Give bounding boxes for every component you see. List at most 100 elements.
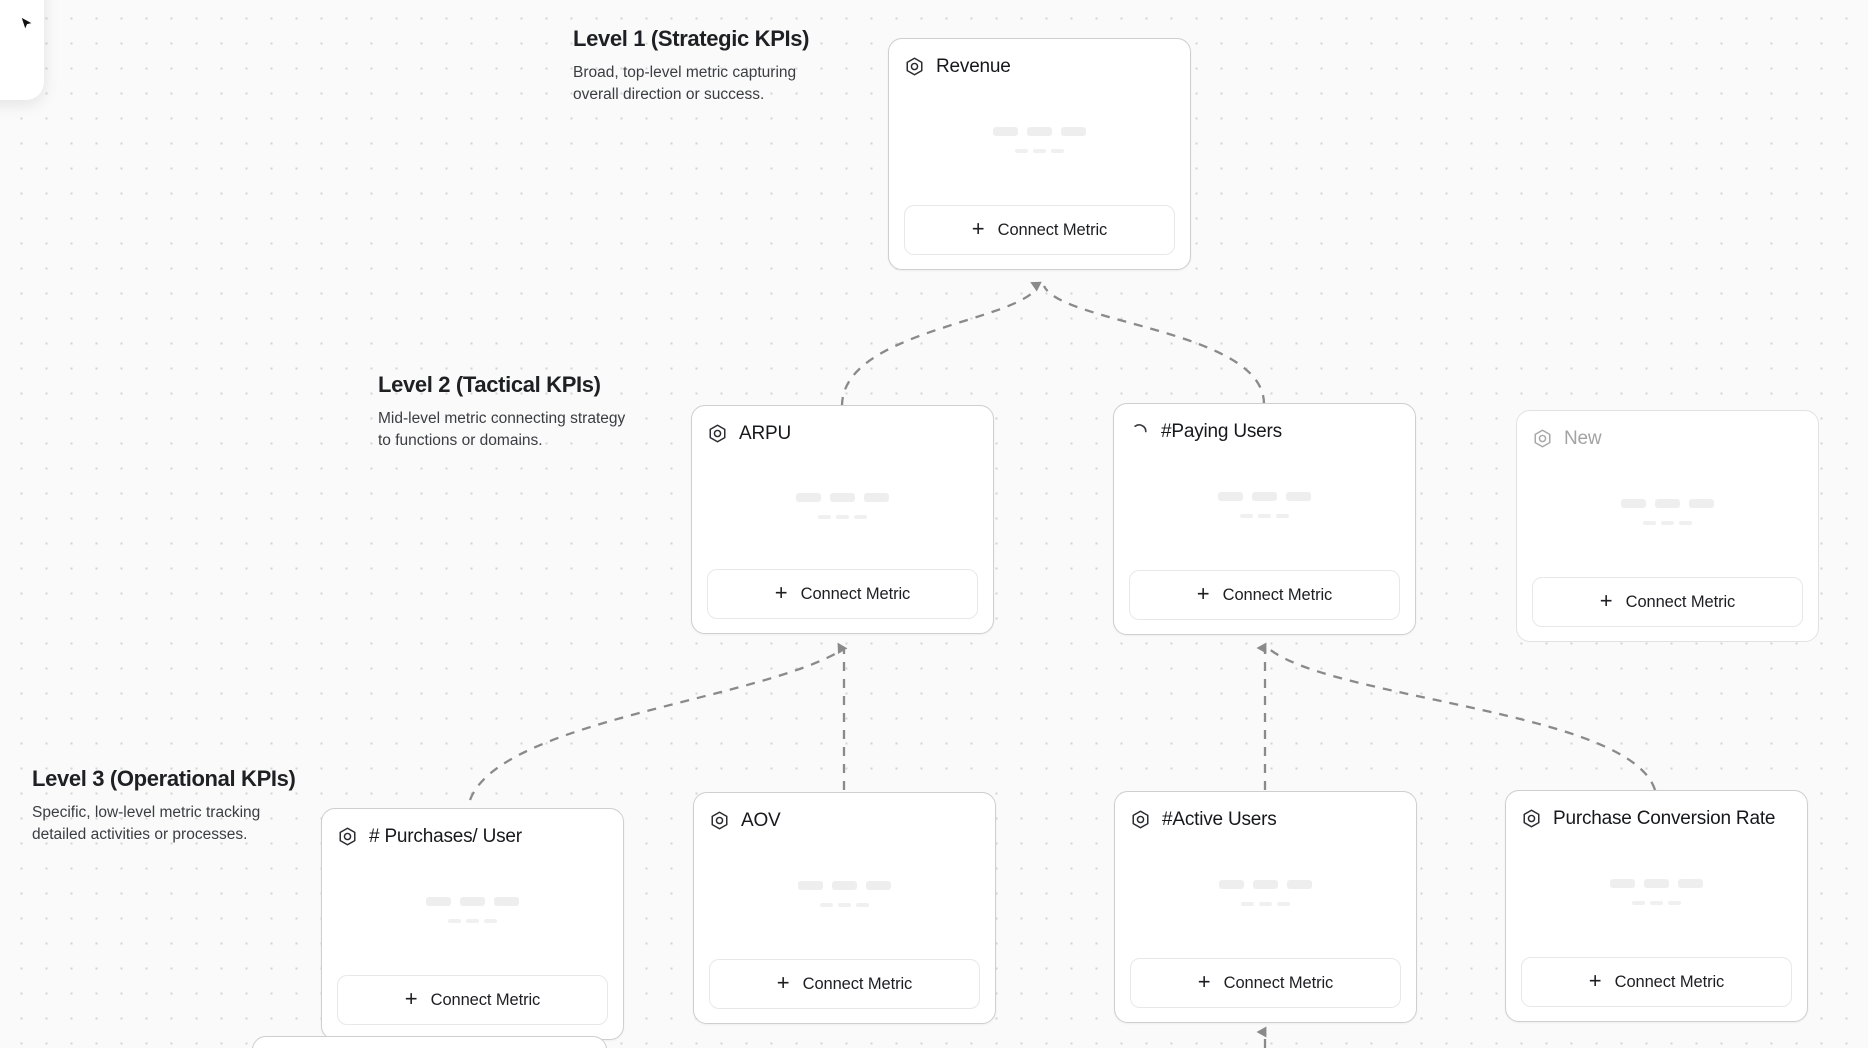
skeleton-bar — [1668, 901, 1681, 905]
skeleton-row-secondary — [1015, 149, 1064, 153]
connect-metric-label: Connect Metric — [800, 584, 911, 603]
edge-paying-users-to-revenue — [1042, 285, 1266, 405]
skeleton-bar — [1287, 880, 1312, 889]
connect-metric-button[interactable]: + Connect Metric — [707, 569, 978, 619]
skeleton-bar — [796, 492, 821, 502]
skeleton-bar — [494, 897, 519, 906]
connect-metric-button[interactable]: + Connect Metric — [1129, 570, 1400, 620]
skeleton-bar — [1689, 499, 1714, 508]
connect-metric-label: Connect Metric — [1614, 972, 1725, 991]
skeleton-bar — [1061, 127, 1086, 136]
hexagon-metric-icon — [711, 811, 728, 829]
skeleton-bar — [1621, 499, 1646, 508]
metric-card-purchases-per-user[interactable]: # Purchases/ User + Connect Metric — [321, 808, 624, 1040]
skeleton-bar — [1051, 149, 1064, 153]
connect-metric-button[interactable]: + Connect Metric — [1521, 957, 1792, 1007]
card-title: #Paying Users — [1161, 420, 1282, 442]
card-title: Revenue — [936, 55, 1011, 77]
card-title: ARPU — [739, 422, 791, 444]
connect-metric-label: Connect Metric — [1222, 585, 1333, 604]
skeleton-row-secondary — [1643, 521, 1692, 525]
floating-corner-panel[interactable] — [0, 0, 44, 100]
skeleton-bar — [820, 903, 833, 907]
connect-metric-button[interactable]: + Connect Metric — [709, 959, 980, 1009]
skeleton-bar — [1678, 879, 1703, 888]
metric-card-purchase-conversion-rate[interactable]: Purchase Conversion Rate + Connect Metri… — [1505, 790, 1808, 1022]
card-skeleton-body — [337, 849, 608, 975]
skeleton-row-primary — [1218, 492, 1311, 501]
level-2-title: Level 2 (Tactical KPIs) — [378, 372, 601, 397]
connect-metric-label: Connect Metric — [1223, 973, 1334, 992]
plus-icon: + — [971, 216, 985, 241]
edge-purchases-to-arpu — [468, 642, 848, 801]
card-skeleton-body — [709, 833, 980, 959]
connect-metric-label: Connect Metric — [997, 220, 1108, 239]
metric-card-active-users[interactable]: #Active Users + Connect Metric — [1114, 791, 1417, 1023]
skeleton-bar — [1632, 901, 1645, 905]
skeleton-bar — [1610, 879, 1635, 888]
hexagon-metric-icon — [906, 57, 923, 75]
level-2-label-block: Level 2 (Tactical KPIs) Mid-level metric… — [378, 372, 644, 452]
metric-card-new[interactable]: New + Connect Metric — [1516, 410, 1819, 642]
card-title: AOV — [741, 809, 781, 831]
skeleton-bar — [838, 903, 851, 907]
skeleton-bar — [466, 919, 479, 923]
level-1-description: Broad, top-level metric capturing overal… — [573, 64, 797, 103]
card-header: Purchase Conversion Rate — [1521, 805, 1792, 831]
card-header: New — [1532, 425, 1803, 451]
connect-metric-button[interactable]: + Connect Metric — [1532, 577, 1803, 627]
connect-metric-button[interactable]: + Connect Metric — [904, 205, 1175, 255]
metric-card-partial-below[interactable] — [252, 1036, 607, 1048]
edge-conversion-to-paying-users — [1267, 647, 1657, 791]
skeleton-row-primary — [993, 127, 1086, 136]
level-1-title: Level 1 (Strategic KPIs) — [573, 26, 810, 51]
skeleton-row-primary — [798, 881, 891, 890]
hexagon-metric-icon — [1534, 429, 1551, 447]
card-title: # Purchases/ User — [369, 825, 522, 847]
card-skeleton-body — [1130, 832, 1401, 958]
skeleton-bar — [866, 881, 891, 890]
skeleton-bar — [832, 881, 857, 890]
connect-metric-button[interactable]: + Connect Metric — [1130, 958, 1401, 1008]
skeleton-bar — [1241, 902, 1254, 906]
card-header: Revenue — [904, 53, 1175, 79]
skeleton-row-secondary — [818, 514, 867, 519]
metric-card-paying-users[interactable]: #Paying Users + Connect Metric — [1113, 403, 1416, 635]
skeleton-row-primary — [1219, 880, 1312, 889]
skeleton-row-secondary — [448, 919, 497, 923]
skeleton-bar — [1650, 901, 1663, 905]
skeleton-row-secondary — [820, 903, 869, 907]
skeleton-bar — [1240, 514, 1253, 518]
card-skeleton-body — [904, 79, 1175, 205]
skeleton-bar — [798, 881, 823, 890]
plus-icon: + — [774, 580, 788, 605]
skeleton-bar — [460, 897, 485, 906]
level-3-label-block: Level 3 (Operational KPIs) Specific, low… — [32, 766, 304, 846]
level-3-title: Level 3 (Operational KPIs) — [32, 766, 296, 791]
card-header: ARPU — [707, 420, 978, 446]
plus-icon: + — [1588, 968, 1602, 993]
skeleton-bar — [1643, 521, 1656, 525]
connect-metric-button[interactable]: + Connect Metric — [337, 975, 608, 1025]
plus-icon: + — [776, 970, 790, 995]
card-skeleton-body — [1521, 831, 1792, 957]
card-header: AOV — [709, 807, 980, 833]
metric-card-arpu[interactable]: ARPU + Connect Metric — [691, 405, 994, 634]
metric-card-aov[interactable]: AOV + Connect Metric — [693, 792, 996, 1024]
skeleton-bar — [856, 903, 869, 907]
skeleton-bar — [1252, 492, 1277, 501]
skeleton-row-primary — [796, 492, 889, 502]
card-title: New — [1564, 427, 1602, 449]
skeleton-bar — [864, 492, 889, 502]
skeleton-bar — [1277, 902, 1290, 906]
edge-arpu-to-revenue — [840, 281, 1042, 407]
skeleton-row-secondary — [1240, 514, 1289, 518]
connect-metric-label: Connect Metric — [1625, 592, 1736, 611]
skeleton-row-primary — [1621, 499, 1714, 508]
skeleton-bar — [426, 897, 451, 906]
skeleton-row-primary — [1610, 879, 1703, 888]
skeleton-bar — [993, 127, 1018, 136]
hexagon-metric-icon — [339, 827, 356, 845]
metric-card-revenue[interactable]: Revenue + Connect Metric — [888, 38, 1191, 270]
